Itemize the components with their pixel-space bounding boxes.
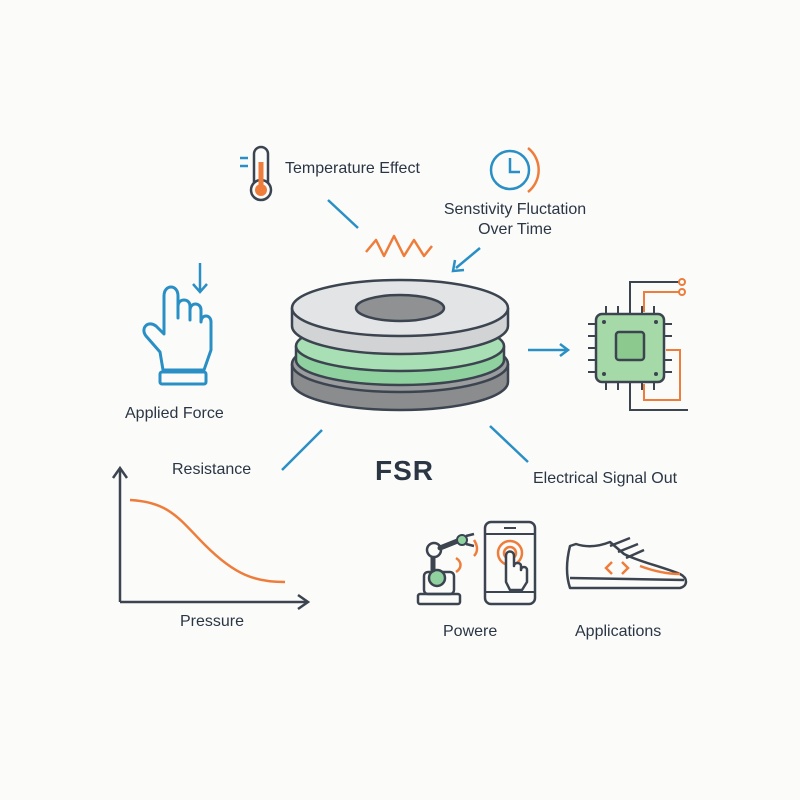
fsr-sensor-disc — [290, 278, 510, 412]
clock-icon — [489, 147, 540, 193]
resistance-connector — [281, 429, 323, 471]
resistance-curve — [129, 498, 286, 584]
shoe-icon — [565, 536, 688, 590]
temperature-connector — [327, 199, 359, 229]
signal-out-connector — [489, 425, 529, 463]
applied-force-label: Applied Force — [125, 405, 224, 422]
sensitivity-label-line2: Over Time — [478, 221, 552, 238]
applications-label: Applications — [575, 623, 662, 640]
pressure-label: Pressure — [180, 613, 245, 630]
chip-icon — [588, 278, 688, 411]
sensitivity-arrowhead — [451, 259, 465, 273]
robot-arm-icon — [416, 532, 479, 606]
sensitivity-connector — [455, 247, 481, 269]
zigzag-icon — [365, 234, 433, 258]
temperature-effect-label: Temperature Effect — [285, 160, 420, 177]
signal-arrowhead — [559, 343, 571, 357]
resistance-label: Resistance — [172, 461, 252, 478]
thermometer-icon — [240, 145, 273, 202]
powere-label: Powere — [443, 623, 498, 640]
fsr-title: FSR — [375, 455, 434, 486]
resistance-pressure-graph — [111, 465, 311, 611]
hand-press-icon — [142, 263, 213, 386]
electrical-signal-out-label: Electrical Signal Out — [533, 470, 678, 487]
phone-touch-icon — [483, 520, 537, 606]
sensitivity-label-line1: Senstivity Fluctation — [443, 201, 587, 218]
